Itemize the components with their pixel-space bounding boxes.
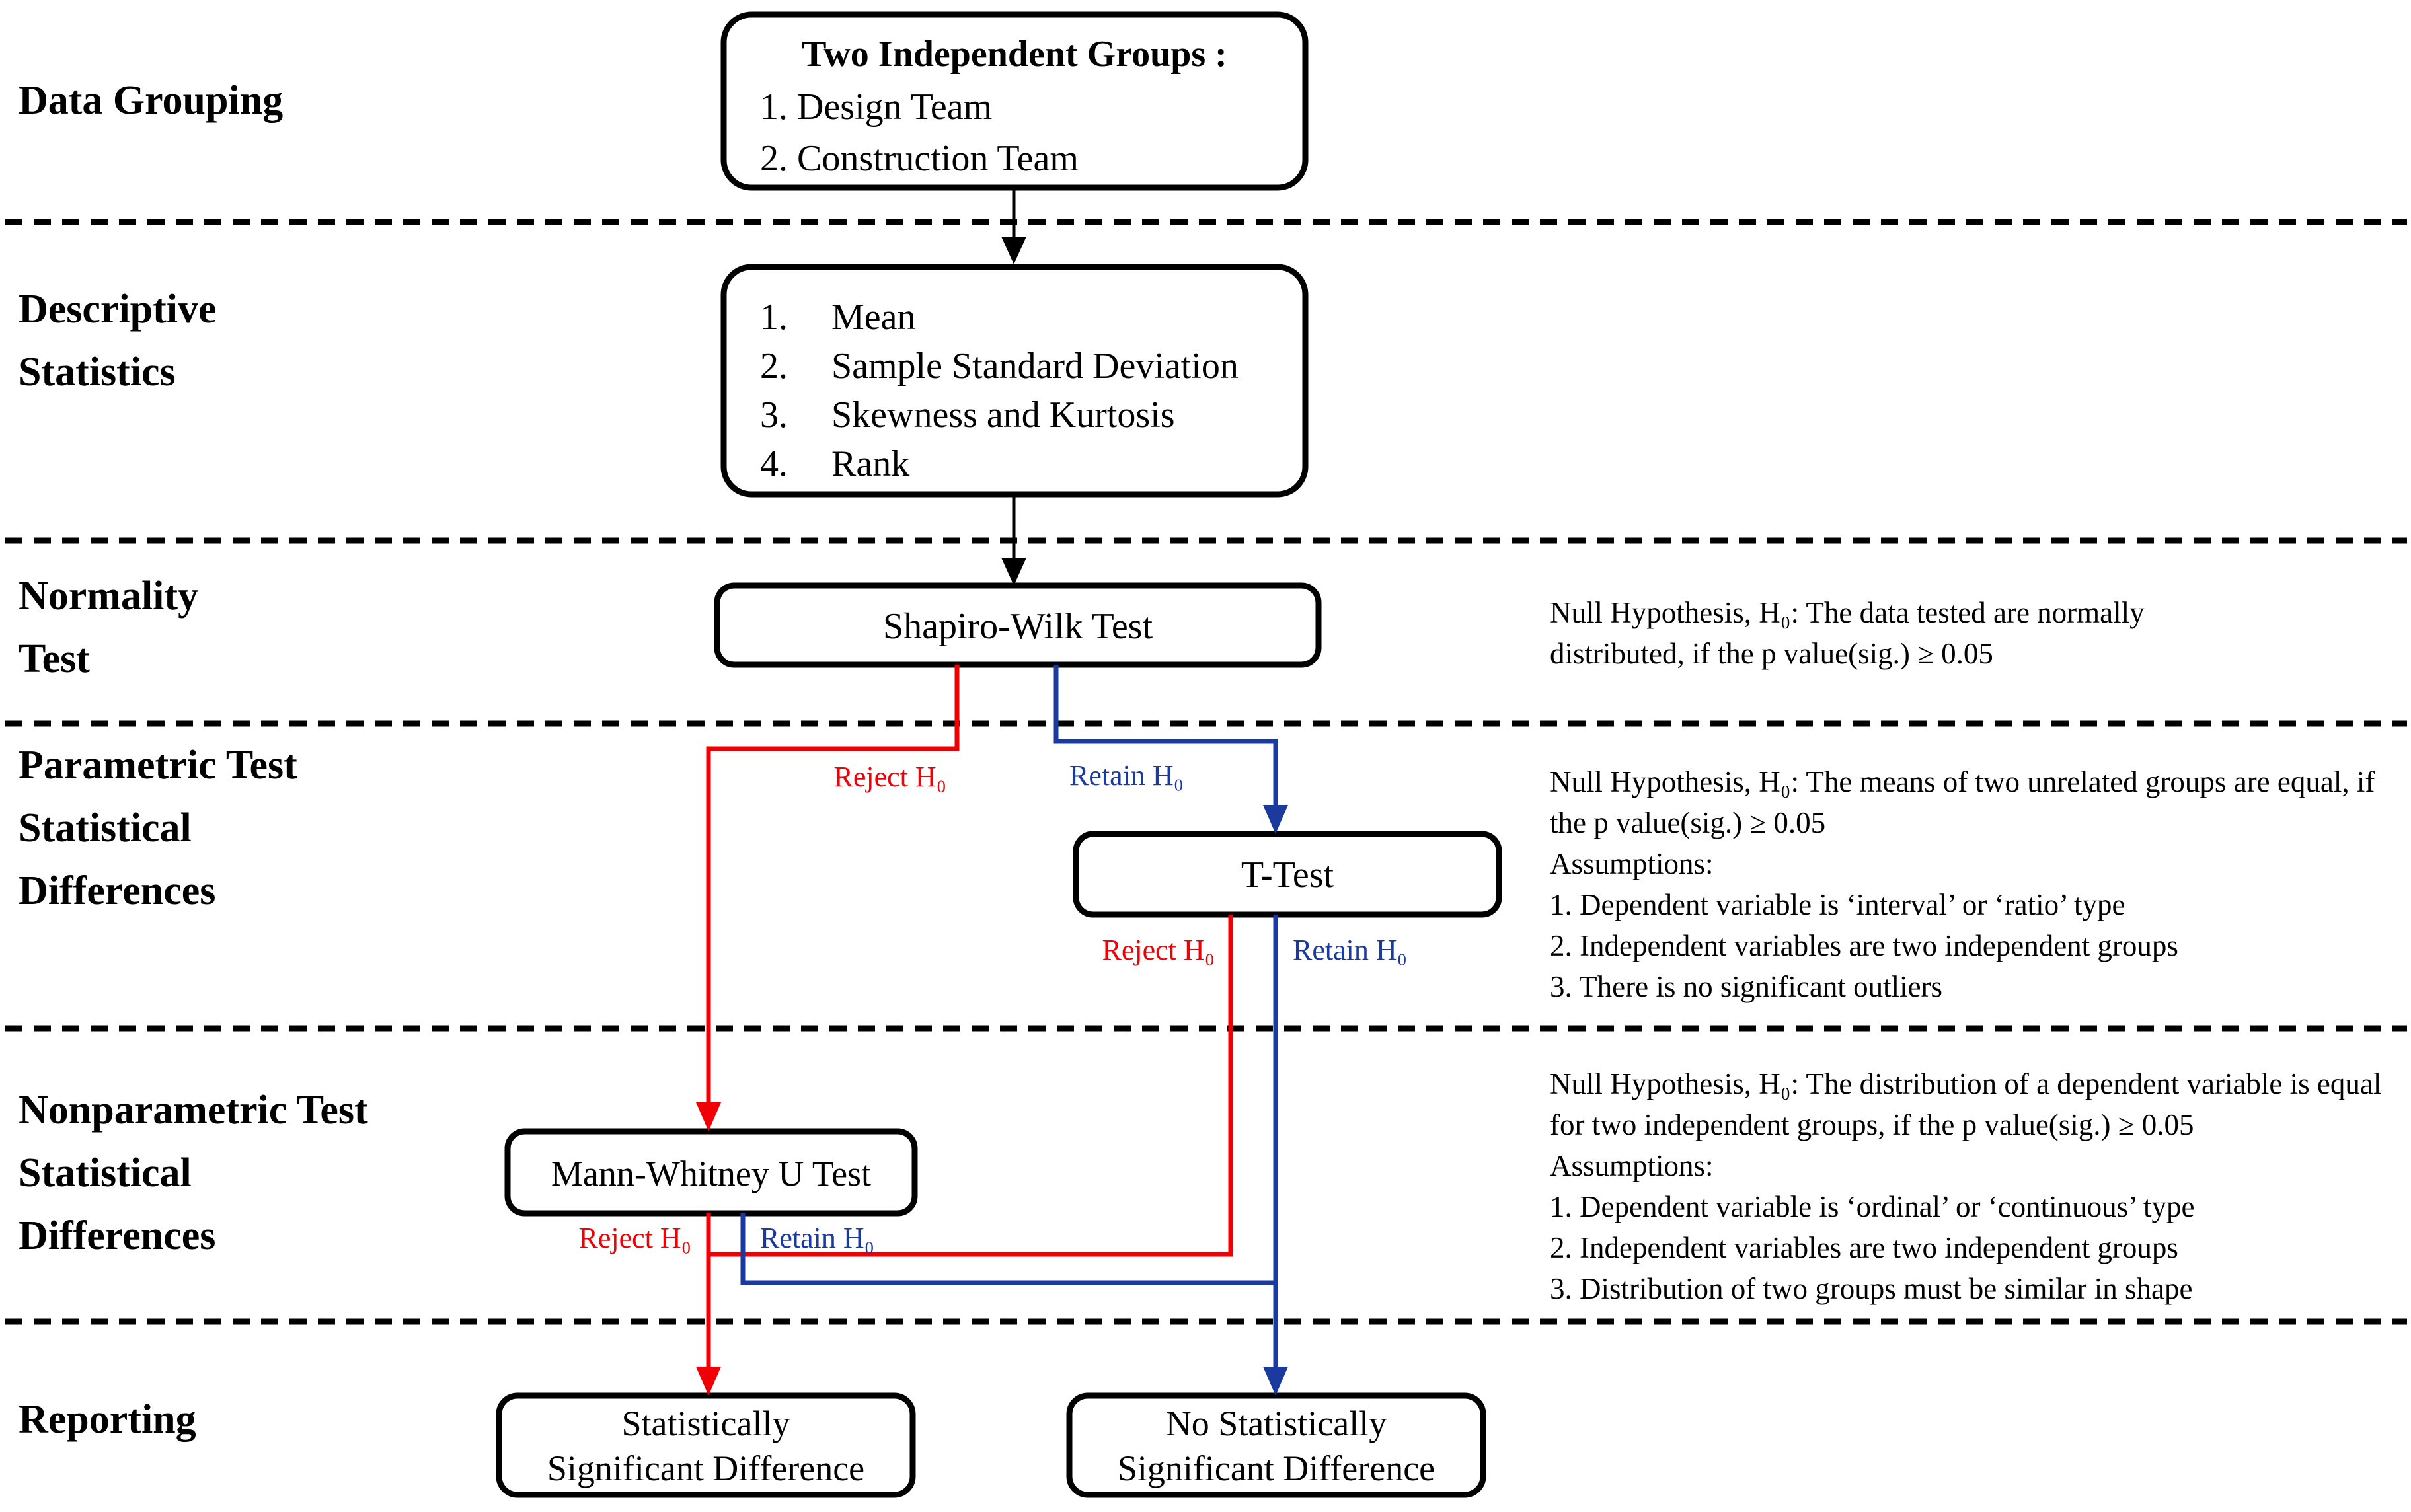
arrowhead-into-mann-whitney bbox=[696, 1102, 721, 1131]
report-significant-line-1: Statistically bbox=[622, 1404, 790, 1443]
normality-note-line-2: distributed, if the p value(sig.) ≥ 0.05 bbox=[1550, 637, 1993, 670]
parametric-note-line-6: 3. There is no significant outliers bbox=[1550, 970, 1942, 1003]
parametric-note-line-2: the p value(sig.) ≥ 0.05 bbox=[1550, 806, 1825, 839]
descriptive-item-1-text: Mean bbox=[831, 297, 916, 338]
mann-whitney-retain-label: Retain H₀ bbox=[760, 1222, 874, 1254]
arrowhead-into-report-not-significant bbox=[1263, 1367, 1288, 1396]
descriptive-item-4-text: Rank bbox=[831, 443, 909, 484]
arrowhead-descriptive-to-shapiro bbox=[1001, 558, 1026, 586]
stage-label-reporting: Reporting bbox=[19, 1397, 196, 1442]
report-not-significant-line-1: No Statistically bbox=[1166, 1404, 1387, 1443]
edge-t-test-reject-join bbox=[708, 915, 1233, 1257]
stage-label-nonparametric-3: Differences bbox=[19, 1213, 215, 1258]
grouping-box bbox=[720, 11, 1309, 191]
descriptive-box bbox=[720, 264, 1309, 498]
nonparametric-note-line-2: for two independent groups, if the p val… bbox=[1550, 1108, 2194, 1141]
stage-label-normality-2: Test bbox=[19, 636, 90, 681]
stage-label-parametric-1: Parametric Test bbox=[19, 743, 297, 788]
mann-whitney-box bbox=[504, 1128, 918, 1217]
shapiro-wilk-box bbox=[714, 582, 1322, 668]
stage-label-nonparametric-2: Statistical bbox=[19, 1151, 192, 1195]
nonparametric-note-line-1: Null Hypothesis, H₀: The distribution of… bbox=[1550, 1067, 2381, 1100]
t-test-label: T-Test bbox=[1241, 854, 1334, 895]
descriptive-item-4-num: 4. bbox=[760, 443, 788, 484]
t-test-box bbox=[1073, 831, 1502, 918]
shapiro-reject-label: Reject H₀ bbox=[834, 761, 947, 793]
mann-whitney-reject-label: Reject H₀ bbox=[579, 1222, 692, 1254]
grouping-box-item-2: 2. Construction Team bbox=[760, 138, 1079, 179]
stage-label-data-grouping: Data Grouping bbox=[19, 78, 283, 123]
edge-shapiro-reject-to-mann-whitney bbox=[706, 665, 960, 1105]
t-test-reject-label: Reject H₀ bbox=[1102, 934, 1215, 966]
nonparametric-note-line-4: 1. Dependent variable is ‘ordinal’ or ‘c… bbox=[1550, 1190, 2195, 1223]
stage-label-parametric-3: Differences bbox=[19, 868, 215, 913]
grouping-box-item-1: 1. Design Team bbox=[760, 87, 992, 128]
stage-label-descriptive-1: Descriptive bbox=[19, 287, 217, 332]
report-not-significant-line-2: Significant Difference bbox=[1118, 1449, 1435, 1488]
stage-label-descriptive-2: Statistics bbox=[19, 350, 176, 395]
arrowhead-into-report-significant bbox=[696, 1367, 721, 1396]
stage-label-parametric-2: Statistical bbox=[19, 806, 192, 850]
arrowhead-into-t-test bbox=[1263, 805, 1288, 834]
report-not-significant-box bbox=[1066, 1392, 1486, 1498]
report-significant-box bbox=[496, 1392, 916, 1498]
arrowhead-grouping-to-descriptive bbox=[1001, 237, 1026, 264]
descriptive-item-3-text: Skewness and Kurtosis bbox=[831, 395, 1175, 435]
nonparametric-note-line-3: Assumptions: bbox=[1550, 1149, 1714, 1182]
grouping-box-title: Two Independent Groups : bbox=[802, 34, 1227, 75]
shapiro-wilk-label: Shapiro-Wilk Test bbox=[883, 606, 1153, 647]
descriptive-item-2-text: Sample Standard Deviation bbox=[831, 346, 1239, 387]
parametric-note-line-3: Assumptions: bbox=[1550, 847, 1714, 880]
descriptive-item-2-num: 2. bbox=[760, 346, 788, 387]
parametric-note-line-1: Null Hypothesis, H₀: The means of two un… bbox=[1550, 765, 2375, 798]
shapiro-retain-label: Retain H₀ bbox=[1069, 759, 1184, 792]
stage-label-normality-1: Normality bbox=[19, 574, 198, 619]
report-significant-line-2: Significant Difference bbox=[547, 1449, 864, 1488]
nonparametric-note-line-5: 2. Independent variables are two indepen… bbox=[1550, 1231, 2178, 1264]
descriptive-item-1-num: 1. bbox=[760, 297, 788, 338]
normality-note-line-1: Null Hypothesis, H₀: The data tested are… bbox=[1550, 596, 2145, 629]
parametric-note-line-5: 2. Independent variables are two indepen… bbox=[1550, 929, 2178, 962]
edge-mann-whitney-retain-join bbox=[740, 1213, 1276, 1285]
descriptive-item-3-num: 3. bbox=[760, 395, 788, 435]
stage-label-nonparametric-1: Nonparametric Test bbox=[19, 1088, 368, 1133]
mann-whitney-label: Mann-Whitney U Test bbox=[551, 1154, 871, 1193]
edge-shapiro-retain-to-t-test bbox=[1053, 665, 1278, 808]
nonparametric-note-line-6: 3. Distribution of two groups must be si… bbox=[1550, 1272, 2192, 1305]
parametric-note-line-4: 1. Dependent variable is ‘interval’ or ‘… bbox=[1550, 888, 2125, 921]
t-test-retain-label: Retain H₀ bbox=[1293, 934, 1407, 966]
